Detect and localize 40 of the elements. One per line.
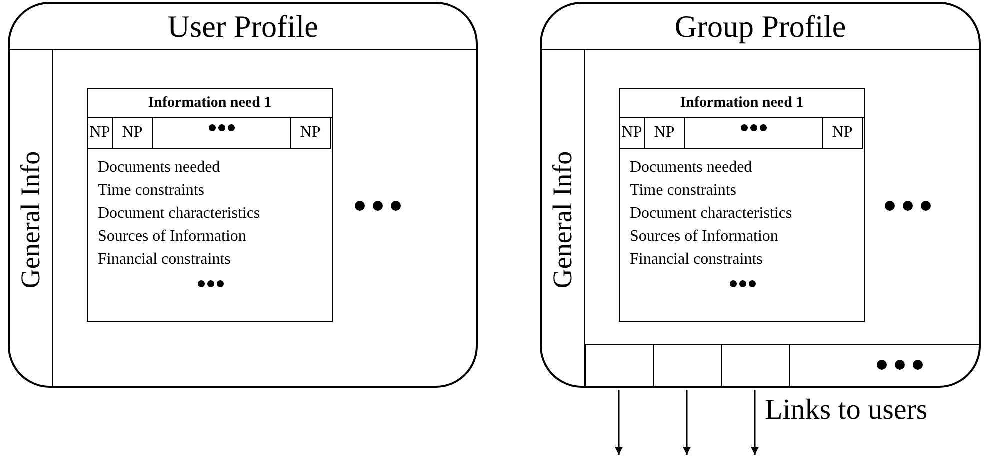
cell-text: NP bbox=[832, 124, 853, 142]
np-cell bbox=[88, 118, 113, 149]
list-item: Document characteristics bbox=[630, 205, 792, 223]
annotation-label: Links to users bbox=[765, 394, 928, 426]
np-cell bbox=[645, 118, 685, 149]
list-item: Documents needed bbox=[630, 159, 752, 177]
np-cell bbox=[291, 118, 331, 149]
panel-title: User Profile bbox=[10, 4, 476, 50]
link-slot bbox=[721, 344, 789, 386]
card-heading: Information need 1 bbox=[620, 89, 864, 118]
list-item: Financial constraints bbox=[630, 251, 763, 269]
list-item: Sources of Information bbox=[98, 228, 246, 246]
profile-panel bbox=[540, 2, 981, 388]
list-item: Time constraints bbox=[630, 182, 737, 200]
link-slot bbox=[653, 344, 721, 386]
list-item: Sources of Information bbox=[630, 228, 778, 246]
arrow bbox=[683, 390, 691, 455]
list-item: Documents needed bbox=[98, 159, 220, 177]
vertical-label: General Info bbox=[548, 151, 578, 289]
list-item: Document characteristics bbox=[98, 205, 260, 223]
np-cell bbox=[823, 118, 863, 149]
np-cell bbox=[113, 118, 153, 149]
link-slot bbox=[585, 344, 653, 386]
link-slot bbox=[789, 344, 979, 386]
information-need-card bbox=[619, 88, 865, 322]
arrow bbox=[751, 390, 759, 455]
information-need-card bbox=[87, 88, 333, 322]
np-cell bbox=[620, 118, 645, 149]
profile-panel bbox=[8, 2, 478, 388]
list-item: Financial constraints bbox=[98, 251, 231, 269]
vertical-label: General Info bbox=[16, 151, 46, 289]
cell-text: NP bbox=[122, 124, 143, 142]
card-heading: Information need 1 bbox=[88, 89, 332, 118]
cell-text: NP bbox=[300, 124, 321, 142]
panel-title: Group Profile bbox=[542, 4, 979, 50]
arrow bbox=[615, 390, 623, 455]
cell-text: NP bbox=[622, 124, 642, 142]
list-item: Time constraints bbox=[98, 182, 205, 200]
cell-text: NP bbox=[654, 124, 675, 142]
cell-text: NP bbox=[90, 124, 110, 142]
